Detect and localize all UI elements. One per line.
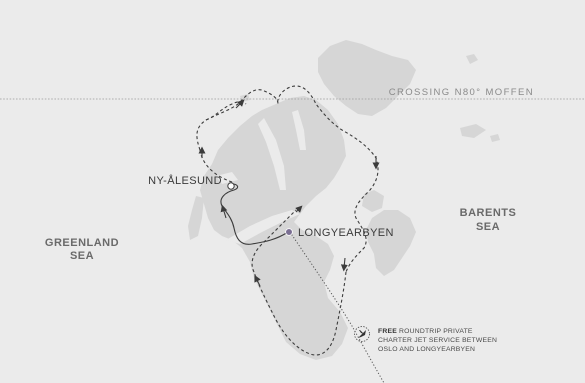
charter-note-line1-rest: ROUNDTRIP PRIVATE bbox=[397, 328, 473, 335]
cruise-route bbox=[196, 85, 380, 356]
arrow-icon bbox=[254, 274, 261, 287]
edgeoya-island bbox=[366, 210, 416, 276]
airplane-icon bbox=[354, 326, 370, 342]
arrow-icon bbox=[340, 257, 348, 272]
crossing-label: CROSSING N80° MOFFEN bbox=[389, 87, 534, 98]
arrow-icon bbox=[220, 204, 228, 219]
barents-sea-label-line2: SEA bbox=[476, 221, 500, 233]
charter-flight-path bbox=[289, 231, 385, 383]
land-masses bbox=[188, 40, 500, 360]
arrow-icon bbox=[235, 99, 245, 109]
longyearbyen-label: LONGYEARBYEN bbox=[298, 227, 394, 239]
kong-karls-land bbox=[460, 124, 486, 138]
route-north-inner bbox=[205, 101, 247, 121]
nordaustlandet-island bbox=[318, 40, 416, 116]
longyearbyen-marker bbox=[285, 228, 293, 236]
ny-alesund-marker bbox=[227, 182, 235, 190]
charter-note-line2: CHARTER JET SERVICE BETWEEN bbox=[378, 337, 497, 344]
route-west-connector bbox=[251, 209, 297, 273]
greenland-sea-label-line1: GREENLAND bbox=[45, 237, 119, 249]
spitsbergen-island bbox=[200, 96, 348, 360]
charter-note-line3: OSLO AND LONGYEARBYEN bbox=[378, 346, 475, 353]
ny-alesund-label: NY-ÅLESUND bbox=[148, 174, 222, 187]
barents-sea-label-line1: BARENTS bbox=[460, 207, 517, 219]
route-solid-leg bbox=[220, 183, 289, 245]
charter-note-free: FREE bbox=[378, 328, 397, 335]
barentsoya-island bbox=[362, 190, 384, 212]
prins-karls-forland bbox=[188, 196, 204, 240]
arrow-icon bbox=[295, 205, 303, 213]
fjords bbox=[216, 110, 306, 244]
greenland-sea-label-line2: SEA bbox=[70, 250, 94, 262]
kvitoya-islet bbox=[466, 54, 478, 64]
route-south-leg bbox=[253, 271, 347, 356]
charter-note-line1: FREE ROUNDTRIP PRIVATE bbox=[378, 328, 473, 335]
small-islet-east bbox=[490, 134, 500, 142]
